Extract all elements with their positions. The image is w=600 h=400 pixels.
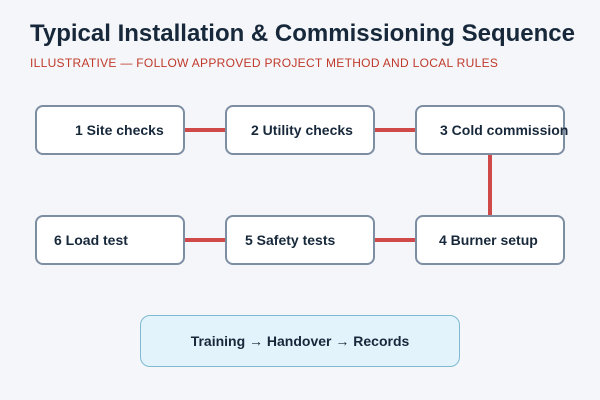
page-subtitle: ILLUSTRATIVE — FOLLOW APPROVED PROJECT M… bbox=[30, 56, 499, 70]
handover-summary-label: Training → Handover → Records bbox=[190, 333, 410, 349]
step-load-test: 6 Load test bbox=[35, 215, 185, 265]
step-utility-checks: 2 Utility checks bbox=[225, 105, 375, 155]
step-label: 1 Site checks bbox=[75, 122, 164, 138]
step-burner-setup: 4 Burner setup bbox=[415, 215, 565, 265]
step-safety-tests: 5 Safety tests bbox=[225, 215, 375, 265]
handover-summary-box: Training → Handover → Records bbox=[140, 315, 460, 367]
step-cold-commission: 3 Cold commission bbox=[415, 105, 569, 155]
step-label: 2 Utility checks bbox=[251, 122, 353, 138]
step-label: 5 Safety tests bbox=[245, 232, 336, 248]
step-label: 3 Cold commission bbox=[440, 122, 569, 138]
step-label: 4 Burner setup bbox=[439, 232, 538, 248]
step-label: 6 Load test bbox=[54, 232, 128, 248]
step-site-checks: 1 Site checks bbox=[35, 105, 185, 155]
page-title: Typical Installation & Commissioning Seq… bbox=[30, 20, 575, 47]
